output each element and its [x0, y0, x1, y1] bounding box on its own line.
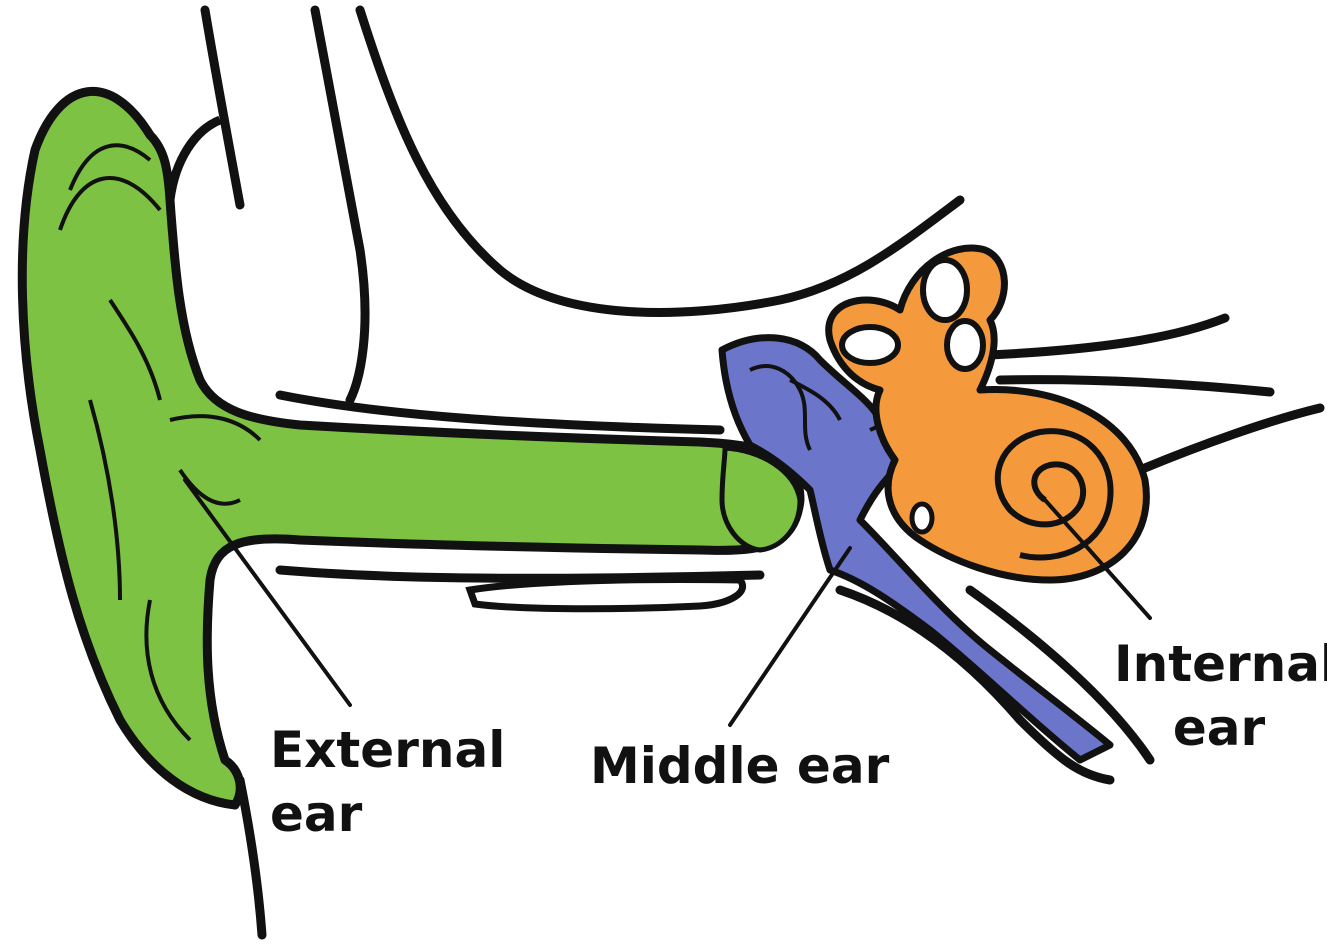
internal-ear-label-line1: Internal	[1114, 632, 1324, 696]
head-outline	[990, 318, 1225, 355]
head-outline	[240, 780, 262, 935]
head-outline	[1140, 408, 1320, 470]
external-ear-label: External ear	[270, 718, 505, 846]
internal-ear-shape	[829, 248, 1147, 580]
bone-pad	[470, 579, 743, 608]
head-outline	[205, 10, 240, 205]
external-ear-label-line1: External	[270, 718, 505, 782]
head-outline	[1000, 380, 1270, 392]
internal-ear-label: Internal ear	[1114, 632, 1324, 760]
head-outline	[315, 10, 365, 400]
head-outline	[360, 10, 960, 312]
internal-ear-label-line2: ear	[1114, 696, 1324, 760]
external-ear-shape	[22, 91, 800, 805]
middle-ear-label: Middle ear	[590, 734, 889, 798]
external-ear-label-line2: ear	[270, 782, 505, 846]
